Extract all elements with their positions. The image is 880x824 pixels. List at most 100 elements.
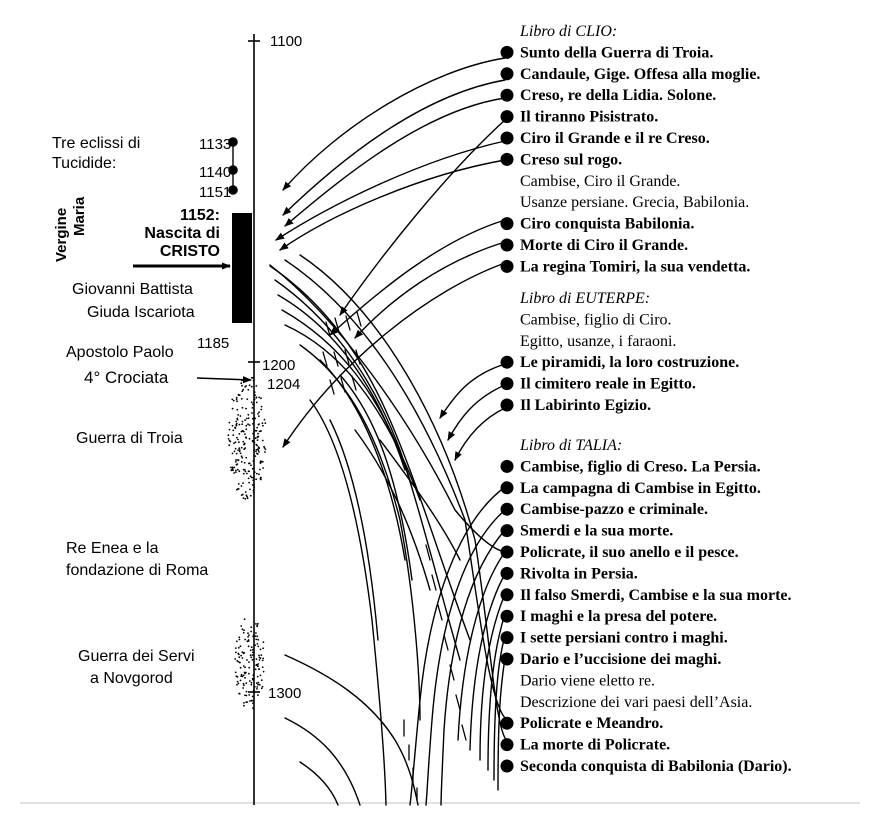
vergine-label: Vergine <box>53 208 70 262</box>
stipple-dot <box>259 468 261 471</box>
stipple-dot <box>235 422 238 425</box>
stipple-dot <box>250 630 253 633</box>
stipple-dot <box>241 406 244 409</box>
stipple-dot <box>264 422 267 424</box>
stipple-dot <box>254 437 257 440</box>
stipple-dot <box>252 678 254 681</box>
stipple-dot <box>241 456 244 459</box>
book-entry-talia-4: Policrate, il suo anello e il pesce. <box>520 544 739 561</box>
book-entry-talia-10: Dario viene eletto re. <box>520 672 655 689</box>
arrow-cimitero <box>447 384 506 441</box>
servi-label-line1: Guerra dei Servi <box>78 648 195 665</box>
arrow-piramidi <box>439 363 506 419</box>
correlation-curves <box>269 57 506 806</box>
stipple-dot <box>254 429 257 432</box>
stipple-dot <box>244 419 247 421</box>
stipple-dot <box>235 471 237 473</box>
stipple-dot <box>241 384 243 387</box>
stipple-dot <box>243 671 246 674</box>
year-1100-label: 1100 <box>270 33 302 50</box>
stipple-dot <box>233 450 236 453</box>
stipple-dot <box>248 666 251 669</box>
stipple-dot <box>233 466 236 469</box>
stipple-dot <box>253 441 256 444</box>
stipple-dot <box>255 450 257 453</box>
entry-dot <box>500 716 514 730</box>
stipple-dot <box>251 484 254 486</box>
stipple-dot <box>244 694 246 697</box>
stipple-dot <box>252 423 254 425</box>
paolo-label: Apostolo Paolo <box>66 344 174 361</box>
stipple-dot <box>236 436 238 439</box>
stipple-dot <box>241 675 244 678</box>
stipple-dot <box>256 675 259 678</box>
stipple-dot <box>235 463 238 466</box>
stipple-dot <box>240 446 243 449</box>
stipple-dot <box>227 434 230 437</box>
stipple-dot <box>250 646 253 649</box>
stipple-dot <box>253 417 256 420</box>
stipple-dot <box>254 644 256 647</box>
stipple-dot <box>242 631 245 634</box>
stipple-dot <box>252 449 255 452</box>
stipple-dot <box>250 681 253 684</box>
stipple-dot <box>248 481 251 484</box>
stipple-dot <box>235 640 238 643</box>
book-entry-clio-3: Il tiranno Pisistrato. <box>520 109 658 126</box>
book-entry-euterpe-4: Il Labirinto Egizio. <box>520 397 651 414</box>
stipple-dot <box>235 396 238 399</box>
stipple-dot <box>241 423 244 426</box>
arrow-tomiri <box>282 262 506 448</box>
stipple-dot <box>234 460 237 463</box>
crociata-arrow <box>196 376 252 384</box>
stipple-dot <box>253 471 256 474</box>
stipple-dot <box>235 469 237 472</box>
book-entry-euterpe-3: Il cimitero reale in Egitto. <box>520 376 696 393</box>
stipple-dot <box>236 684 238 686</box>
stipple-dot <box>250 626 253 629</box>
year-1140-label: 1140 <box>199 164 231 181</box>
stipple-dot <box>240 494 243 496</box>
stipple-dot <box>245 671 247 674</box>
stipple-dot <box>254 394 256 397</box>
eclipse-1140-dot <box>228 165 238 175</box>
stipple-dot <box>233 442 235 445</box>
stipple-dot <box>244 447 247 449</box>
stipple-dot <box>257 683 259 686</box>
book-entry-talia-1: La campagna di Cambise in Egitto. <box>520 480 761 497</box>
stipple-dot <box>235 651 237 654</box>
stipple-dot <box>238 447 241 450</box>
stipple-dot <box>253 486 256 489</box>
book-entry-euterpe-0: Cambise, figlio di Ciro. <box>520 311 672 328</box>
stipple-dot <box>261 666 264 669</box>
stipple-dot <box>257 645 260 648</box>
stipple-dot <box>238 636 241 639</box>
stipple-dot <box>235 424 238 427</box>
stipple-dot <box>250 385 253 388</box>
curve-talia-5 <box>469 573 506 751</box>
stipple-dot <box>244 638 247 641</box>
stipple-dot <box>257 622 259 625</box>
stipple-dot <box>245 436 247 439</box>
curve-i <box>309 399 387 806</box>
stipple-dot <box>238 692 241 695</box>
stipple-dot <box>259 674 262 677</box>
stipple-dot <box>260 687 263 690</box>
entry-dot <box>500 609 514 623</box>
stipple-dot <box>241 628 244 631</box>
stipple-dot <box>235 398 238 401</box>
stipple-dot <box>257 663 260 665</box>
stipple-dot <box>244 386 247 388</box>
enea-label-line2: fondazione di Roma <box>66 562 208 579</box>
stipple-dot <box>256 472 258 475</box>
stipple-dot <box>240 382 243 385</box>
stipple-dot <box>238 656 241 659</box>
stipple-dot <box>243 629 245 632</box>
stipple-dot <box>261 659 264 662</box>
stipple-dot <box>248 694 251 696</box>
arrow-pisistrato <box>339 119 506 316</box>
stipple-dot <box>256 624 259 627</box>
stipple-dot <box>255 682 258 684</box>
stipple-dot <box>232 399 235 402</box>
